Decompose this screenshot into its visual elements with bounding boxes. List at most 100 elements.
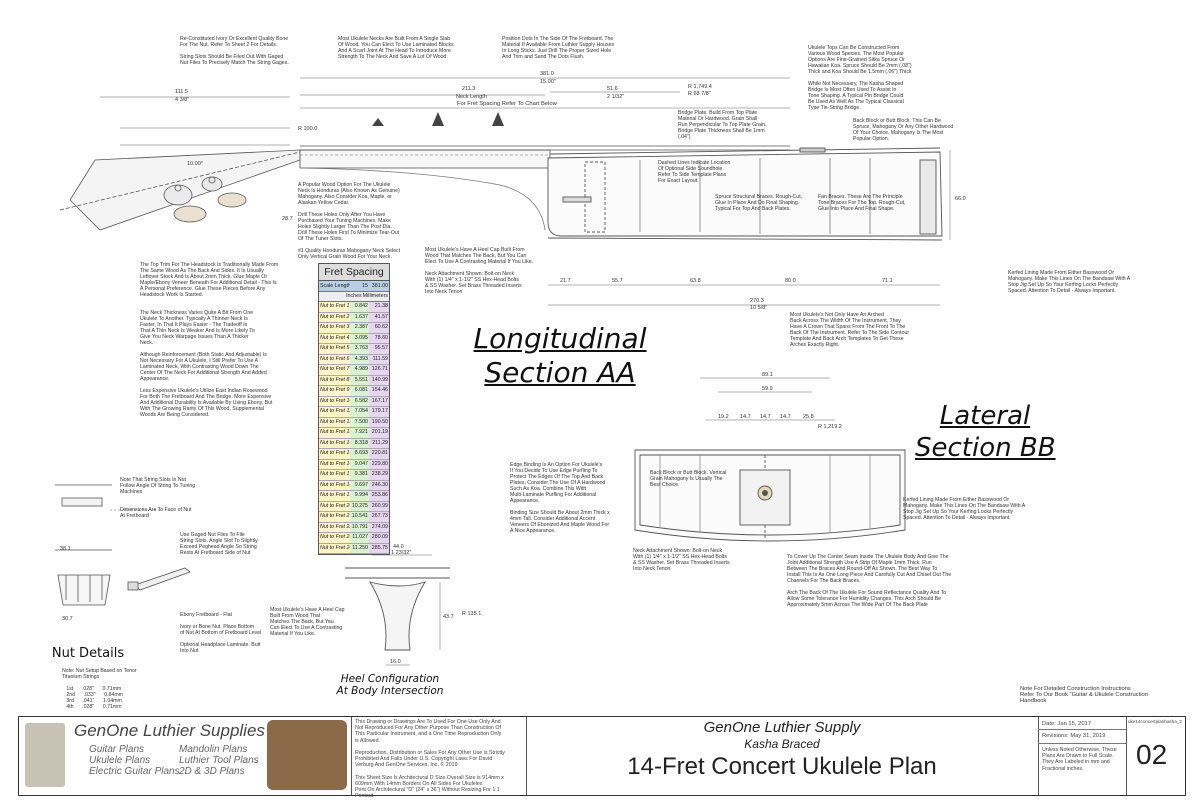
plan-revision: Revisions: May 31, 2019 — [1042, 733, 1106, 739]
fret-inches: 5.551 — [350, 375, 369, 386]
legal-text: This Drawing or Drawings Are To Used For… — [355, 719, 505, 800]
dim-neck: 211.3 — [462, 86, 475, 92]
fret-label: Nut to Fret 11 — [319, 407, 350, 417]
fret-inches: 11.250 — [350, 543, 369, 554]
dim-89: 89.1 — [762, 372, 773, 378]
dim-neck-label: Neck Length — [456, 94, 487, 100]
fret-table-header: Inches Millimeters — [319, 292, 389, 302]
dim-14a: 14.7 — [740, 414, 751, 420]
plan-title-cell: GenOne Luthier Supply Kasha Braced 14-Fr… — [526, 717, 1039, 795]
fret-mm: 246.30 — [369, 480, 389, 491]
fret-spacing-table: Fret Spacing Scale Length = 15 381.00 In… — [318, 263, 390, 556]
fret-label: Nut to Fret 17 — [319, 470, 350, 480]
fret-label: Nut to Fret 24 — [319, 543, 350, 554]
fret-mm: 280.09 — [369, 533, 389, 543]
dim-25: 25.8 — [803, 414, 814, 420]
title-block: GenOne Luthier Supplies Guitar Plans Uku… — [18, 716, 1186, 799]
fret-mm: 41.57 — [369, 312, 389, 323]
fret-inches: 3.763 — [350, 344, 369, 354]
dim-16: 16.0 — [390, 659, 401, 665]
dim-r135: R 135.1 — [462, 611, 481, 617]
fret-mm: 274.09 — [369, 522, 389, 533]
fret-inches: 7.921 — [350, 428, 369, 438]
fret-label: Nut to Fret 1 — [319, 302, 350, 312]
plan-title: 14-Fret Concert Ukulele Plan — [627, 753, 937, 780]
fret-label: Nut to Fret 6 — [319, 354, 350, 365]
plan-types-left: Guitar Plans Ukulele Plans Electric Guit… — [89, 744, 180, 777]
position-markers — [372, 112, 504, 126]
longitudinal-section-title: Longitudinal Section AA — [473, 322, 647, 389]
nut-files-note: Use Gaged Nut Files To File String Slots… — [180, 532, 258, 556]
fret-inches: 0.842 — [350, 302, 369, 312]
plan-types-right: Mandolin Plans Luthier Tool Plans 2D & 3… — [179, 744, 259, 777]
fret-label: Nut to Fret 3 — [319, 323, 350, 333]
scale-length-label: Scale Length = — [320, 283, 350, 289]
fret-mm: 201.19 — [369, 428, 389, 438]
fret-mm: 140.99 — [369, 375, 389, 386]
fret-mm: 60.62 — [369, 323, 389, 333]
fret-label: Nut to Fret 13 — [319, 428, 350, 438]
neck-wood-option-note: A Popular Wood Option For The Ukulele Ne… — [298, 182, 401, 260]
dim-66: 66.0 — [955, 196, 966, 202]
fret-label: Nut to Fret 5 — [319, 344, 350, 354]
fret-inches: 8.693 — [350, 449, 369, 459]
position-dots-note: Position Dots In The Side Of The Fretboa… — [502, 36, 615, 60]
fret-label: Nut to Fret 12 — [319, 417, 350, 428]
col-inches-header: Inches — [346, 293, 362, 299]
units-note: Unless Noted Otherwise, These Plans Are … — [1042, 747, 1117, 772]
col-mm-header: Millimeters — [362, 293, 388, 299]
sheet-cell: uke14concertplanbasha_2 02 — [1126, 717, 1185, 795]
fret-label: Nut to Fret 9 — [319, 386, 350, 396]
plan-date: Date: Jan 15, 2017 — [1042, 721, 1091, 727]
heel-drawing — [345, 554, 450, 666]
fret-label: Nut to Fret 10 — [319, 396, 350, 407]
fret-mm: 154.46 — [369, 386, 389, 396]
nut-details-title: Nut Details — [51, 646, 125, 661]
brand-name: GenOne Luthier Supplies — [74, 721, 265, 740]
fret-label: Nut to Fret 15 — [319, 449, 350, 459]
scale-length-row: Scale Length = 15 381.00 — [319, 281, 389, 292]
fret-spacing-reference: For Fret Spacing Refer To Chart Below — [457, 101, 557, 107]
fret-mm: 253.86 — [369, 491, 389, 501]
structural-braces-note: Spruce Structural Braces. Rough-Cut, Glu… — [715, 194, 803, 212]
nut-slots-note: Note That String Slots In Nut Follow Ang… — [120, 477, 196, 519]
arched-back-note: Most Ukulele's Not Only Have An Arched B… — [790, 312, 910, 348]
heel-cap-note: Most Ukulele's Have A Heel Cap Built Fro… — [425, 247, 534, 295]
dim-angle: 10.00° — [187, 161, 203, 167]
fret-label: Nut to Fret 2 — [319, 312, 350, 323]
heel-cap-note-2: Most Ukulele's Have A Heel Cap Built Fro… — [270, 607, 345, 637]
construction-book-note: Note For Detailed Construction Instructi… — [1020, 686, 1148, 704]
fret-inches: 9.697 — [350, 480, 369, 491]
fret-label: Nut to Fret 18 — [319, 480, 350, 491]
dim-nut-30: 30.7 — [62, 616, 73, 622]
ukulele-tops-note: Ukulele Tops Can Be Constructed From Var… — [808, 45, 912, 111]
fret-label: Nut to Fret 14 — [319, 438, 350, 449]
dim-111-inch: 4 3/8" — [175, 97, 189, 103]
fret-inches: 2.387 — [350, 323, 369, 333]
dim-14b: 14.7 — [760, 414, 771, 420]
nut-material-note: Re-Constituted Ivory Or Excellent Qualit… — [180, 36, 289, 66]
dimension-lines-top — [100, 77, 951, 306]
fret-inches: 7.500 — [350, 417, 369, 428]
nut-drawings — [55, 484, 191, 606]
fret-table-title: Fret Spacing — [319, 264, 389, 281]
brand-cell: GenOne Luthier Supplies Guitar Plans Uku… — [19, 717, 352, 795]
fret-inches: 6.081 — [350, 386, 369, 396]
kerfed-lining-note-2: Kerfed Lining Made From Either Basswood … — [903, 497, 1026, 521]
dim-43: 43.7 — [443, 614, 454, 620]
product-photo-left — [25, 723, 65, 787]
fret-inches: 7.054 — [350, 407, 369, 417]
dim-51-inch: 2 1/32" — [607, 94, 624, 100]
